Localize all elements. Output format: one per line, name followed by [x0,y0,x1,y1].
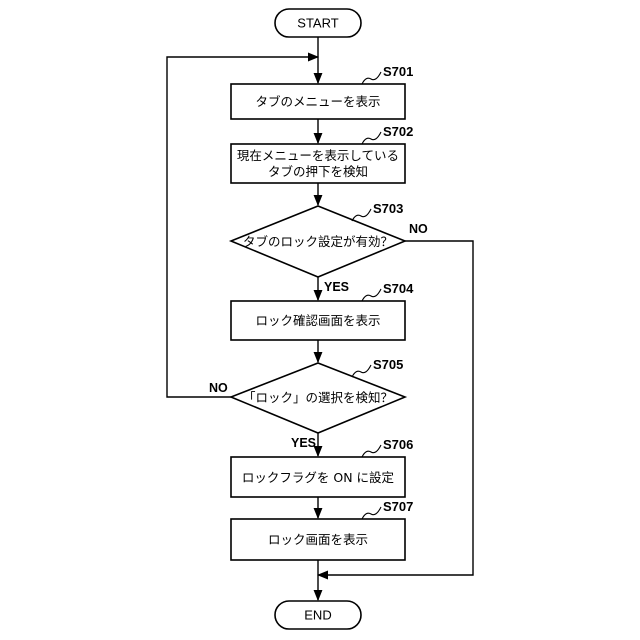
s706-text: ロックフラグを ON に設定 [242,470,394,485]
s704-leader [362,289,381,301]
step-s701: タブのメニューを表示 [231,84,405,119]
s703-yes-label: YES [324,280,349,294]
s707-id: S707 [383,499,413,514]
s703-leader [352,209,371,221]
s704-id: S704 [383,281,414,296]
s703-no-label: NO [409,222,428,236]
s707-leader [362,507,381,519]
decision-s703: タブのロック設定が有効？ [231,206,405,277]
start-label: START [297,16,338,31]
s706-id: S706 [383,437,413,452]
s707-text: ロック画面を表示 [268,532,368,547]
s705-text: 「ロック」の選択を検知？ [243,390,393,405]
s702-leader [362,132,381,144]
step-s707: ロック画面を表示 [231,519,405,560]
start-terminal: START [275,9,361,37]
step-s702: 現在メニューを表示している タブの押下を検知 [231,144,405,183]
s701-leader [362,72,381,84]
s703-id: S703 [373,201,403,216]
step-s704: ロック確認画面を表示 [231,301,405,340]
s705-yes-label: YES [291,436,316,450]
decision-s705: 「ロック」の選択を検知？ [231,363,405,433]
s702-id: S702 [383,124,413,139]
s702-text-line2: タブの押下を検知 [268,164,368,179]
s706-leader [362,445,381,457]
s702-text-line1: 現在メニューを表示している [237,148,399,163]
end-terminal: END [275,601,361,629]
s703-text: タブのロック設定が有効？ [243,234,393,249]
step-id-leaders [352,72,381,519]
s705-leader [352,365,371,377]
s705-id: S705 [373,357,403,372]
s701-text: タブのメニューを表示 [255,94,380,109]
s704-text: ロック確認画面を表示 [255,313,380,328]
end-label: END [304,608,331,623]
s701-id: S701 [383,64,413,79]
s705-no-label: NO [209,381,228,395]
step-s706: ロックフラグを ON に設定 [231,457,405,497]
